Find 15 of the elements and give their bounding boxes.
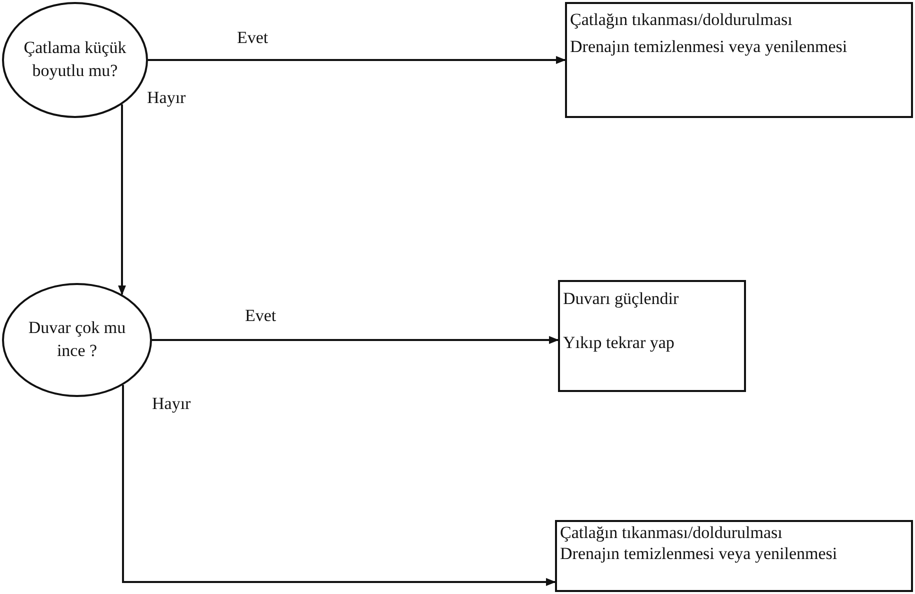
action-text: Çatlağın tıkanması/doldurulması [559,522,784,544]
process-box [555,520,913,592]
action-text: Çatlağın tıkanması/doldurulması [569,9,794,31]
arrow [122,385,556,586]
action-text: Duvarı güçlendir [562,288,680,310]
action-text: Yıkıp tekrar yap [562,332,676,354]
process-box [565,2,913,118]
action-text: Drenajın temizlenmesi veya yenilenmesi [559,543,838,564]
question-text: Duvar çok mu ince ? [27,317,127,362]
arrow [148,56,566,64]
arrow [152,336,559,344]
action-text: Drenajın temizlenmesi veya yenilenmesi [569,36,848,58]
process-box [558,280,746,392]
arrow [118,104,126,296]
question-text: Çatlama küçük boyutlu mu? [22,37,128,82]
